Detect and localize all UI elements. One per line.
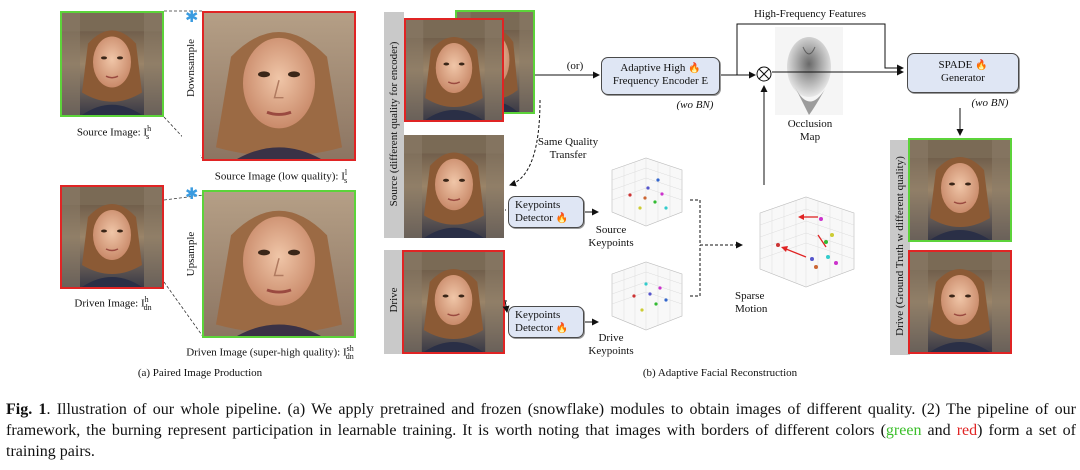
- figure-label: Fig. 1: [6, 401, 47, 418]
- panel-a-caption: (a) Paired Image Production: [137, 367, 263, 379]
- or-label: (or): [566, 60, 584, 72]
- source-image-low-quality: [202, 11, 356, 161]
- drive-keypoints-plot: [600, 254, 692, 338]
- downsample-bar: [182, 30, 200, 160]
- flame-icon: 🔥: [688, 63, 701, 74]
- source-image-thumbnail: [60, 11, 164, 117]
- spade-wo-bn: (wo BN): [971, 97, 1009, 109]
- spade-generator: SPADE 🔥 Generator: [907, 53, 1019, 93]
- occlusion-map: [775, 27, 843, 115]
- figure-caption: Fig. 1. Illustration of our whole pipeli…: [6, 401, 1076, 460]
- snowflake-icon: ✱: [185, 186, 199, 203]
- driven-image-super-high-quality-label: Driven Image (super-high quality): Ishdn: [186, 344, 354, 361]
- source-image-stack-front: [404, 18, 504, 122]
- source-image-label: Source Image: Ihs: [76, 124, 152, 141]
- adaptive-high-frequency-encoder: Adaptive High 🔥 Frequency Encoder E: [601, 57, 720, 95]
- keypoints-detector-drive: Keypoints Detector 🔥: [508, 306, 584, 338]
- driven-image-label: Driven Image: Ihdn: [74, 295, 152, 312]
- driven-image-thumbnail: [60, 185, 164, 289]
- output-image-green: [908, 138, 1012, 242]
- source-bar: [384, 12, 404, 238]
- output-image-red: [908, 250, 1012, 354]
- snowflake-icon: ✱: [185, 9, 199, 26]
- encoder-wo-bn: (wo BN): [676, 99, 714, 111]
- source-keypoints-plot: [600, 150, 692, 234]
- sparse-motion-plot: [746, 187, 868, 297]
- flame-icon: 🔥: [555, 213, 569, 224]
- drive-image: [402, 250, 505, 354]
- drive-bar: [384, 250, 404, 354]
- source-image-low-quality-label: Source Image (low quality): Ils: [214, 168, 348, 185]
- driven-image-super-high-quality: [202, 190, 356, 338]
- keypoints-detector-source: Keypoints Detector 🔥: [508, 196, 584, 228]
- panel-b-caption: (b) Adaptive Facial Reconstruction: [642, 367, 798, 379]
- flame-icon: 🔥: [555, 323, 569, 334]
- flame-icon: 🔥: [975, 60, 988, 71]
- output-bar: [890, 140, 910, 355]
- high-frequency-features-label: High-Frequency Features: [753, 8, 867, 20]
